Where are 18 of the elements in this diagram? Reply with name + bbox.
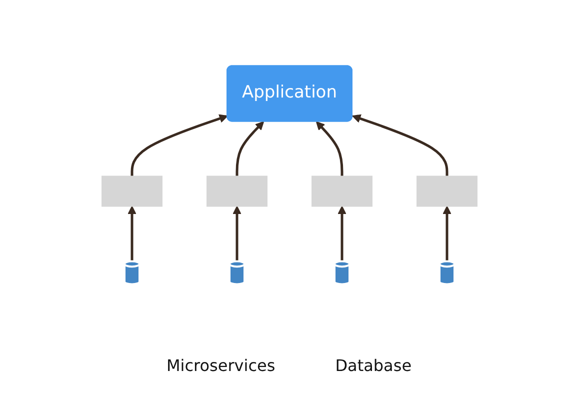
node-box: [101, 176, 162, 207]
node-box: [416, 176, 477, 207]
arrow: [315, 121, 343, 176]
arrow: [235, 121, 264, 176]
arrow: [442, 206, 451, 262]
node-cylinder: [123, 260, 140, 286]
arrow: [352, 114, 448, 176]
node-box: [206, 176, 267, 207]
arrow: [130, 114, 228, 176]
arrow: [127, 206, 136, 262]
node-box: [311, 176, 372, 207]
node-cylinder: [228, 260, 245, 286]
arrow: [337, 206, 346, 262]
node-cylinder: [333, 260, 350, 286]
node-cylinder: [438, 260, 455, 286]
caption-label: Database: [335, 356, 412, 375]
arrow: [232, 206, 241, 262]
caption-label: Microservices: [166, 356, 276, 375]
